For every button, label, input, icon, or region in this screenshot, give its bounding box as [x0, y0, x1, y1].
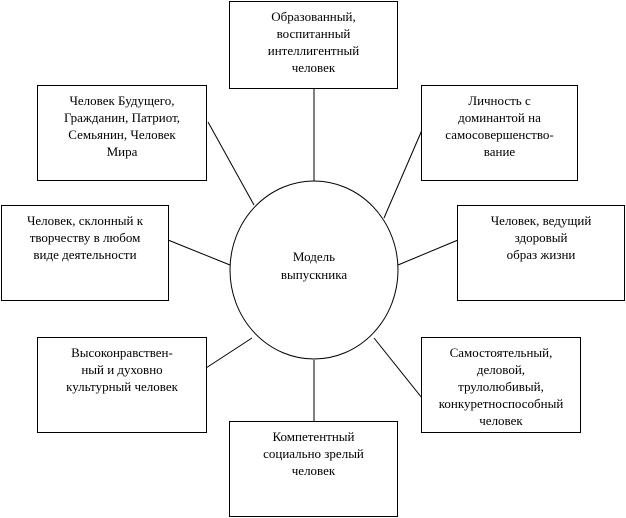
- connector-upper-right: [383, 129, 423, 219]
- node-upper-right: Личность с доминантой на самосовершенств…: [421, 85, 578, 181]
- connector-right: [397, 239, 459, 266]
- node-right: Человек, ведущий здоровый образ жизни: [457, 205, 625, 301]
- connector-upper-left: [207, 121, 255, 206]
- node-lower-left: Высоконравствен- ный и духовно культурны…: [37, 337, 207, 433]
- center-circle: [229, 180, 399, 360]
- node-bottom: Компетентный социально зрелый человек: [229, 421, 398, 517]
- connector-lower-right: [373, 337, 423, 399]
- center-label: Модель выпускника: [280, 249, 348, 282]
- node-lower-right: Самостоятельный, деловой, трулолюбивый, …: [421, 337, 581, 433]
- connector-left: [167, 239, 231, 266]
- connector-lower-left: [205, 337, 253, 369]
- node-upper-left: Человек Будущего, Гражданин, Патриот, Се…: [37, 85, 207, 181]
- node-top: Образованный, воспитанный интеллигентный…: [229, 1, 398, 89]
- node-left: Человек, склонный к творчеству в любом в…: [1, 205, 169, 301]
